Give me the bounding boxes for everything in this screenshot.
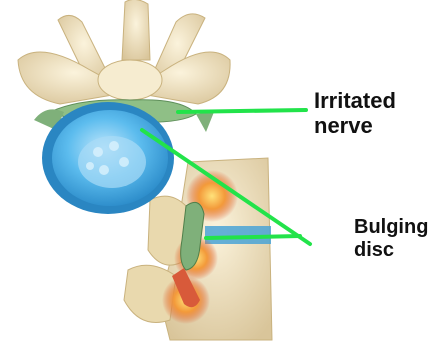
bulging-disc-shape: [42, 102, 174, 214]
label-irritated-line2: nerve: [314, 113, 396, 138]
label-bulging-line2: disc: [354, 239, 428, 262]
leader-line-irritated-nerve: [178, 110, 306, 112]
label-irritated-line1: Irritated: [314, 88, 396, 113]
label-bulging-line1: Bulging: [354, 216, 428, 239]
label-irritated-nerve: Irritated nerve: [314, 88, 396, 139]
leader-line-bulge: [206, 236, 300, 238]
label-bulging-disc: Bulging disc: [354, 216, 428, 262]
vertebra-processes: [18, 0, 230, 104]
